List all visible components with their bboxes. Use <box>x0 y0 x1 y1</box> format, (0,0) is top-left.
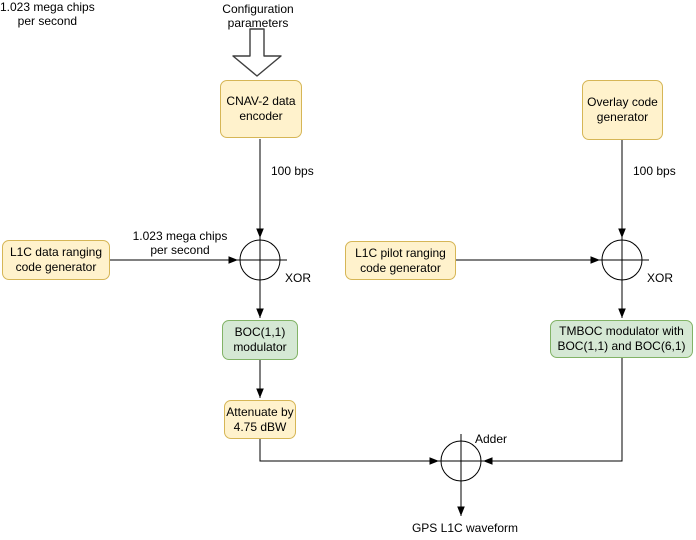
xor-left-junction-icon <box>233 233 287 287</box>
config-block-arrow-icon <box>232 28 282 77</box>
edge-tmboc-to-adder <box>483 358 623 465</box>
edge-label-chiprate-left: 1.023 mega chips per second <box>132 229 228 257</box>
edge-attenuator-to-adder <box>259 439 439 465</box>
xor-right-label: XOR <box>647 271 674 285</box>
edge-label-100bps-right: 100 bps <box>633 164 676 178</box>
config-parameters-label: Configuration parameters <box>222 2 294 30</box>
adder-label: Adder <box>475 432 508 446</box>
node-cnav2-data-encoder: CNAV-2 data encoder <box>220 80 302 138</box>
node-tmboc-modulator: TMBOC modulator with BOC(1,1) and BOC(6,… <box>550 320 693 358</box>
edge-label-chiprate-right: 1.023 mega chips per second <box>0 0 95 28</box>
xor-right-junction-icon <box>595 233 649 287</box>
output-waveform-label: GPS L1C waveform <box>411 521 519 535</box>
node-l1c-data-ranging-generator: L1C data ranging code generator <box>2 240 110 280</box>
node-l1c-pilot-ranging-generator: L1C pilot ranging code generator <box>345 241 456 280</box>
node-overlay-code-generator: Overlay code generator <box>582 80 663 140</box>
adder-junction-icon <box>434 434 488 488</box>
node-boc-modulator: BOC(1,1) modulator <box>222 320 298 360</box>
edge-label-100bps-left: 100 bps <box>271 164 314 178</box>
xor-left-label: XOR <box>285 271 312 285</box>
node-attenuator: Attenuate by 4.75 dBW <box>224 400 296 439</box>
